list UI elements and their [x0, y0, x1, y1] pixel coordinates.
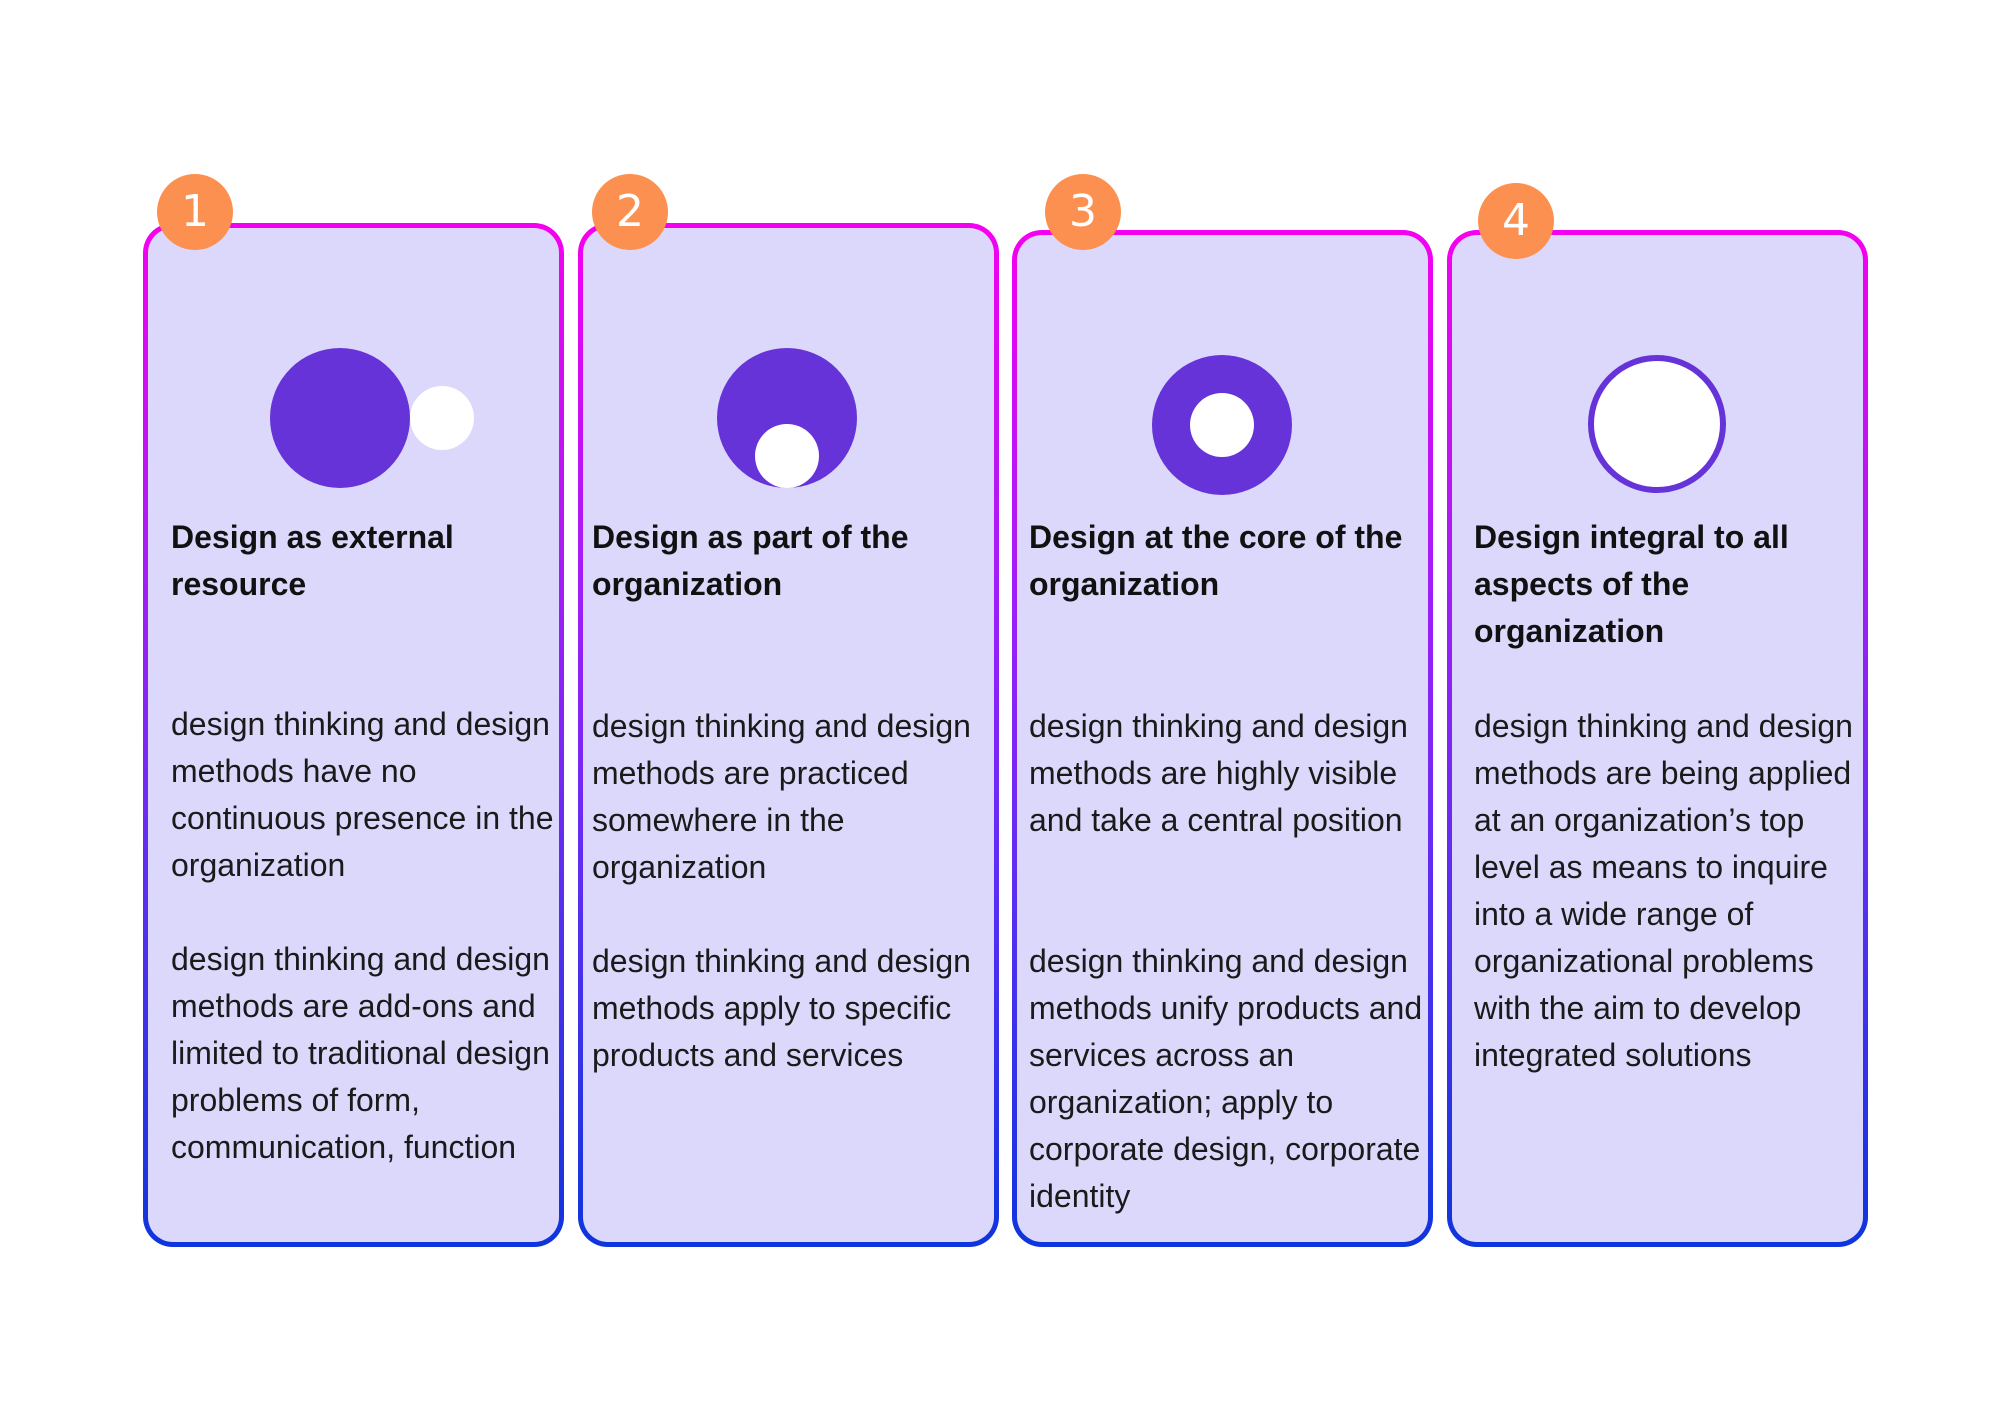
stage-number-badge-2: 2 — [592, 174, 668, 250]
part-of-circle-icon — [717, 348, 857, 488]
stage-number-badge-4: 4 — [1478, 183, 1554, 259]
external-circle-icon — [270, 348, 474, 488]
stage-desc-3b: design thinking and design methods unify… — [1029, 943, 1423, 1214]
stage-number-badge-3: 3 — [1045, 174, 1121, 250]
stage-title-1: Design as external resource — [171, 519, 454, 602]
stage-desc-1b: design thinking and design methods are a… — [171, 941, 550, 1165]
stage-title-3: Design at the core of the organization — [1029, 519, 1403, 602]
stage-desc-1a: design thinking and design methods have … — [171, 706, 554, 883]
core-circle-icon — [1152, 355, 1292, 495]
stage-desc-2b: design thinking and design methods apply… — [592, 943, 971, 1073]
stage-title-4: Design integral to all aspects of the or… — [1474, 519, 1789, 649]
stage-desc-2a: design thinking and design methods are p… — [592, 708, 971, 885]
stage-desc-3a: design thinking and design methods are h… — [1029, 708, 1408, 838]
stage-number-badge-1: 1 — [157, 174, 233, 250]
stage-desc-4a: design thinking and design methods are b… — [1474, 708, 1853, 1073]
stage-title-2: Design as part of the organization — [592, 519, 909, 602]
integral-circle-icon — [1588, 355, 1726, 493]
